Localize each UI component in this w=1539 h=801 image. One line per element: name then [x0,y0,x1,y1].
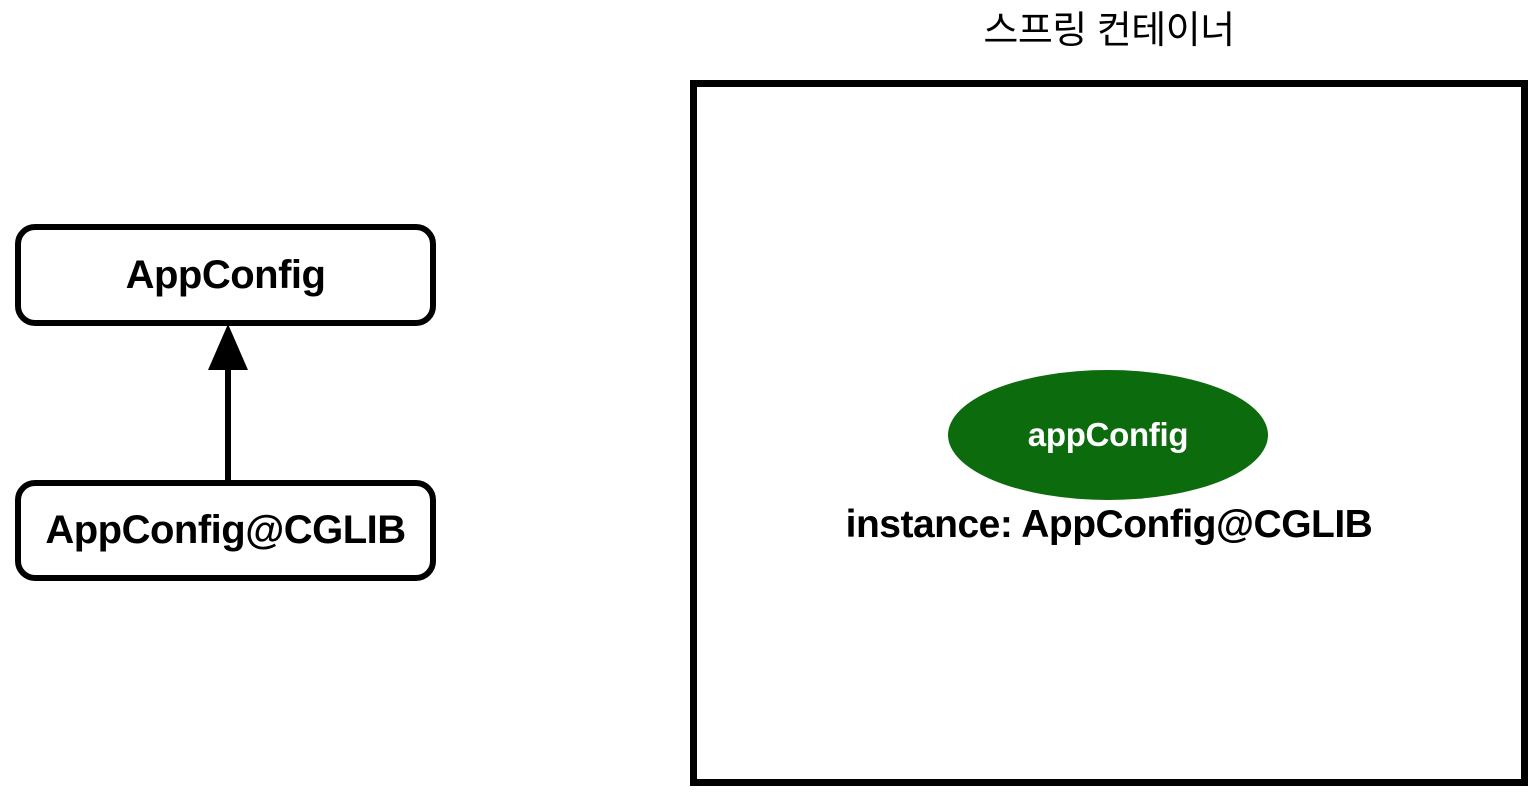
class-box-appconfig: AppConfig [15,224,436,326]
class-box-appconfig-cglib-label: AppConfig@CGLIB [45,508,406,552]
bean-ellipse-appconfig: appConfig [948,370,1268,500]
inheritance-arrow-icon [208,324,248,484]
inheritance-arrow-head [208,324,248,370]
spring-container-title: 스프링 컨테이너 [983,10,1235,52]
class-box-appconfig-label: AppConfig [125,252,326,297]
bean-instance-label: instance: AppConfig@CGLIB [845,503,1373,546]
class-box-appconfig-cglib: AppConfig@CGLIB [15,480,436,581]
bean-name-label: appConfig [1027,416,1189,453]
